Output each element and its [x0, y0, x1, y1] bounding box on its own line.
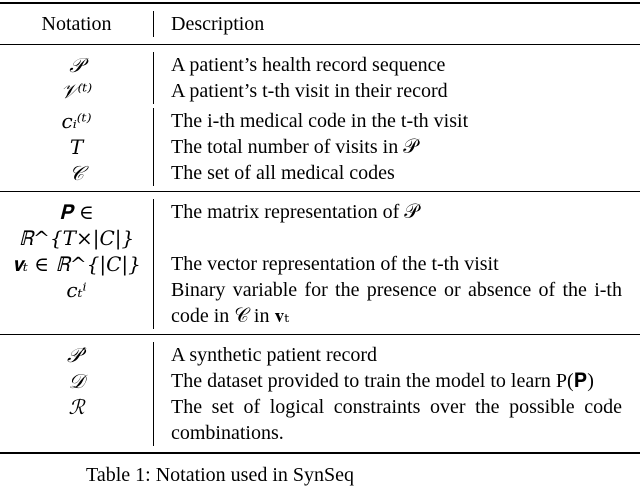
description-cell: The i-th medical code in the t-th visit: [171, 110, 469, 132]
description-cell: A patient’s health record sequence: [171, 54, 446, 76]
description-cell: The set of all medical codes: [171, 162, 395, 184]
table-section-rule: [0, 334, 640, 335]
table-row: 𝒟 The dataset provided to train the mode…: [0, 368, 640, 394]
notation-cell: 𝒱⁽ᵗ⁾: [0, 78, 154, 104]
notation-cell: 𝐏 ∈ ℝ^{T×|C|}: [0, 199, 154, 251]
table-top-rule: [0, 2, 640, 4]
notation-cell: T: [0, 134, 154, 160]
table-row: 𝒞 The set of all medical codes: [0, 160, 640, 186]
description-cell: The matrix representation of 𝒫: [171, 201, 419, 223]
table-header-rule: [0, 44, 640, 45]
description-cell: A synthetic patient record: [171, 344, 378, 366]
table-row: 𝒱⁽ᵗ⁾ A patient’s t-th visit in their rec…: [0, 78, 640, 104]
notation-cell: 𝒫′: [0, 342, 154, 368]
notation-cell: cᵢ⁽ᵗ⁾: [0, 108, 154, 134]
table-row: ℛ The set of logical constraints over th…: [0, 394, 640, 446]
header-description: Description: [171, 13, 265, 35]
table-section-rule: [0, 191, 640, 192]
description-cell: The total number of visits in 𝒫: [171, 136, 418, 158]
table-row: 𝒫′ A synthetic patient record: [0, 342, 640, 368]
notation-cell: ℛ: [0, 394, 154, 446]
table-section-1: 𝒫 A patient’s health record sequence 𝒱⁽ᵗ…: [0, 45, 640, 191]
table-caption: Table 1: Notation used in SynSeq: [86, 464, 355, 486]
notation-cell: 𝒫: [0, 52, 154, 78]
table-row: cₜⁱ Binary variable for the presence or …: [0, 277, 640, 329]
table-section-3: 𝒫′ A synthetic patient record 𝒟 The data…: [0, 335, 640, 452]
description-cell: The vector representation of the t-th vi…: [171, 253, 499, 275]
notation-cell: cₜⁱ: [0, 277, 154, 329]
table-row: 𝐯ₜ ∈ ℝ^{|C|} The vector representation o…: [0, 251, 640, 277]
table-row: cᵢ⁽ᵗ⁾ The i-th medical code in the t-th …: [0, 104, 640, 134]
table-row: 𝐏 ∈ ℝ^{T×|C|} The matrix representation …: [0, 199, 640, 251]
description-cell: Binary variable for the presence or abse…: [171, 279, 622, 327]
description-cell: The set of logical constraints over the …: [171, 396, 622, 444]
notation-table: Notation Description 𝒫 A patient’s healt…: [0, 2, 640, 454]
table-section-2: 𝐏 ∈ ℝ^{T×|C|} The matrix representation …: [0, 192, 640, 334]
table-bottom-rule: [0, 452, 640, 454]
notation-cell: 𝐯ₜ ∈ ℝ^{|C|}: [0, 251, 154, 277]
notation-cell: 𝒟: [0, 368, 154, 394]
table-row: 𝒫 A patient’s health record sequence: [0, 52, 640, 78]
notation-cell: 𝒞: [0, 160, 154, 186]
table-row: T The total number of visits in 𝒫: [0, 134, 640, 160]
header-notation: Notation: [0, 11, 154, 37]
description-cell: A patient’s t-th visit in their record: [171, 80, 448, 102]
description-cell: The dataset provided to train the model …: [171, 370, 594, 392]
table-header-row: Notation Description: [0, 4, 640, 44]
